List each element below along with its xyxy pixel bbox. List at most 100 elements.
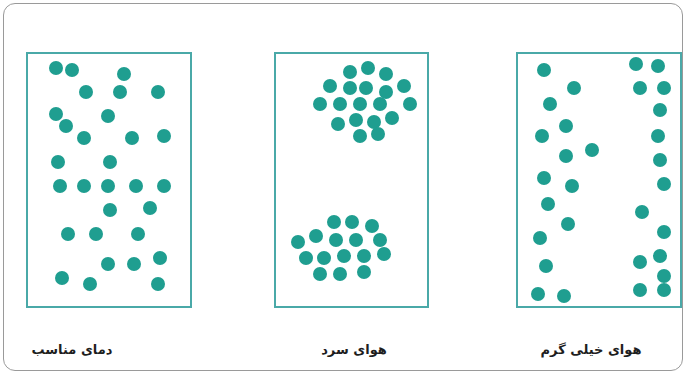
particle-dot	[329, 233, 343, 247]
box-caption: هوای سرد	[321, 342, 387, 357]
particle-dot	[657, 283, 671, 297]
particle-dot	[539, 259, 553, 273]
particle-dot	[373, 233, 387, 247]
particle-dot	[585, 143, 599, 157]
particle-dot	[59, 119, 73, 133]
particle-dot	[653, 249, 667, 263]
particle-dot	[125, 131, 139, 145]
box-caption: دمای مناسب	[32, 342, 113, 357]
particle-dot	[567, 81, 581, 95]
particle-dot	[53, 179, 67, 193]
particle-dot	[83, 277, 97, 291]
particle-dot	[333, 267, 347, 281]
particle-box: هوای خیلی گرم	[516, 52, 682, 308]
particle-dot	[61, 227, 75, 241]
particle-dot	[541, 197, 555, 211]
particle-dot	[367, 115, 381, 129]
particle-dot	[653, 153, 667, 167]
particle-dot	[543, 97, 557, 111]
particle-dot	[101, 109, 115, 123]
particle-dot	[559, 149, 573, 163]
particle-dot	[357, 265, 371, 279]
particle-dot	[357, 249, 371, 263]
particle-dot	[531, 287, 545, 301]
particle-dot	[403, 97, 417, 111]
particle-dot	[565, 179, 579, 193]
particle-dot	[633, 283, 647, 297]
box-caption: هوای خیلی گرم	[541, 342, 642, 357]
particle-dot	[323, 79, 337, 93]
particle-dot	[101, 179, 115, 193]
particle-dot	[299, 251, 313, 265]
particle-dot	[635, 205, 649, 219]
particle-dot	[657, 225, 671, 239]
particle-dot	[77, 179, 91, 193]
particle-dot	[365, 219, 379, 233]
particle-box: دمای مناسب	[26, 52, 192, 308]
particle-dot	[633, 255, 647, 269]
particle-dot	[537, 63, 551, 77]
particle-dot	[49, 107, 63, 121]
particle-dot	[153, 251, 167, 265]
particle-dot	[349, 233, 363, 247]
particle-dot	[103, 155, 117, 169]
particle-dot	[377, 247, 391, 261]
particle-dot	[143, 201, 157, 215]
particle-dot	[385, 111, 399, 125]
particle-dot	[657, 177, 671, 191]
particle-dot	[79, 85, 93, 99]
particle-dot	[651, 59, 665, 73]
particle-dot	[373, 97, 387, 111]
particle-dot	[103, 203, 117, 217]
particle-dot	[127, 257, 141, 271]
particle-dot	[55, 271, 69, 285]
particle-dot	[633, 81, 647, 95]
particle-dot	[343, 65, 357, 79]
particle-dot	[533, 231, 547, 245]
particle-dot	[317, 251, 331, 265]
particle-dot	[157, 179, 171, 193]
particle-dot	[557, 289, 571, 303]
particle-dot	[379, 67, 393, 81]
particle-dot	[657, 269, 671, 283]
particle-dot	[629, 57, 643, 71]
particle-dot	[89, 227, 103, 241]
particle-dot	[653, 103, 667, 117]
particle-dot	[345, 215, 359, 229]
particle-dot	[313, 267, 327, 281]
particle-dot	[313, 97, 327, 111]
particle-dot	[359, 81, 373, 95]
particle-dot	[353, 97, 367, 111]
particle-dot	[151, 85, 165, 99]
particle-dot	[371, 127, 385, 141]
particle-dot	[101, 257, 115, 271]
particle-dot	[361, 61, 375, 75]
particle-dot	[327, 215, 341, 229]
particle-dot	[379, 85, 393, 99]
particle-dot	[131, 227, 145, 241]
particle-dot	[349, 113, 363, 127]
particle-dot	[657, 81, 671, 95]
particle-dot	[561, 217, 575, 231]
particle-dot	[113, 85, 127, 99]
particle-dot	[651, 129, 665, 143]
particle-dot	[537, 171, 551, 185]
particle-dot	[51, 155, 65, 169]
particle-dot	[343, 81, 357, 95]
particle-dot	[77, 131, 91, 145]
particle-dot	[337, 249, 351, 263]
particle-dot	[151, 277, 165, 291]
particle-dot	[49, 61, 63, 75]
particle-dot	[535, 129, 549, 143]
particle-dot	[157, 129, 171, 143]
particle-dot	[309, 229, 323, 243]
particle-dot	[65, 63, 79, 77]
particle-box: هوای سرد	[274, 52, 429, 308]
particle-dot	[129, 179, 143, 193]
particle-dot	[397, 79, 411, 93]
particle-dot	[353, 129, 367, 143]
particle-dot	[333, 97, 347, 111]
particle-dot	[559, 119, 573, 133]
